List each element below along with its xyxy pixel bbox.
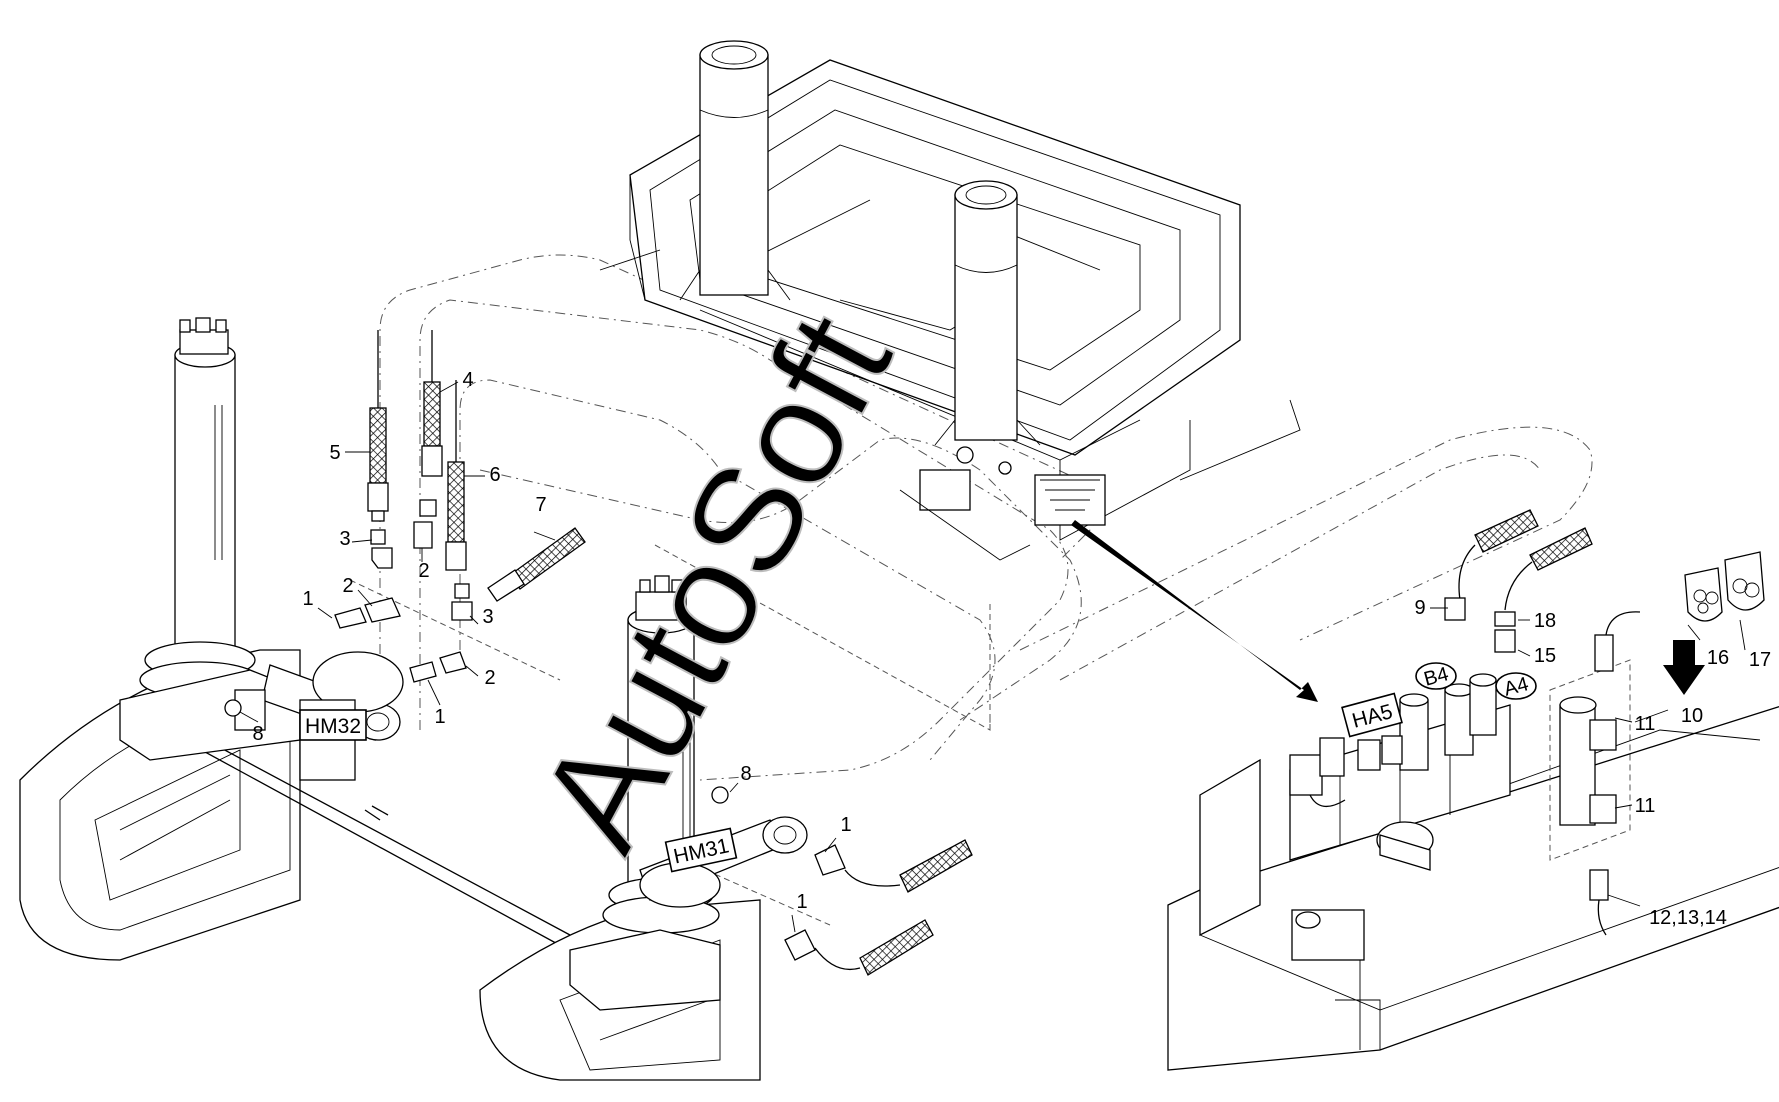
callout-3: 3 (482, 606, 493, 628)
tag-label: HM32 (305, 715, 361, 738)
callout-1: 1 (302, 588, 313, 610)
callout-numbers: 1 2 3 5 4 6 2 3 2 1 7 8 8 1 1 9 18 15 16… (252, 369, 1771, 929)
callout-6: 6 (489, 464, 500, 486)
callout-15: 15 (1534, 645, 1556, 667)
leader-lines (239, 381, 1746, 933)
callout-4: 4 (462, 369, 473, 391)
tag-HM32: HM32 (299, 709, 367, 741)
callout-9: 9 (1414, 597, 1425, 619)
left-cylinder-assembly (19, 317, 571, 961)
port-B4: B4 (1415, 662, 1457, 691)
detail-arrow (1071, 520, 1318, 702)
callout-8: 8 (252, 723, 263, 745)
port-A4: A4 (1495, 672, 1537, 701)
callout-2: 2 (342, 575, 353, 597)
tag-HA5: HA5 (1341, 692, 1403, 738)
callout-1: 1 (796, 891, 807, 913)
callout-2: 2 (484, 667, 495, 689)
callout-2: 2 (418, 560, 429, 582)
callout-8: 8 (740, 763, 751, 785)
callout-16: 16 (1707, 647, 1729, 669)
callout-1: 1 (840, 814, 851, 836)
main-frame (599, 40, 1301, 561)
callout-3: 3 (339, 528, 350, 550)
callout-18: 18 (1534, 610, 1556, 632)
callout-7: 7 (535, 494, 546, 516)
callout-5: 5 (329, 442, 340, 464)
valve-block-detail (1167, 509, 1779, 1071)
tag-HM31: HM31 (664, 827, 738, 873)
callout-12-13-14: 12,13,14 (1649, 907, 1727, 929)
callout-17: 17 (1749, 649, 1771, 671)
callout-1: 1 (434, 706, 445, 728)
callout-10: 10 (1681, 705, 1703, 727)
arrow-to-10 (1663, 640, 1705, 695)
watermark-text: AutoSoft (505, 288, 923, 875)
hose-fittings-left (334, 330, 586, 683)
callout-11: 11 (1635, 795, 1656, 817)
callout-11: 11 (1635, 713, 1656, 735)
hose-fittings-center (784, 839, 973, 976)
